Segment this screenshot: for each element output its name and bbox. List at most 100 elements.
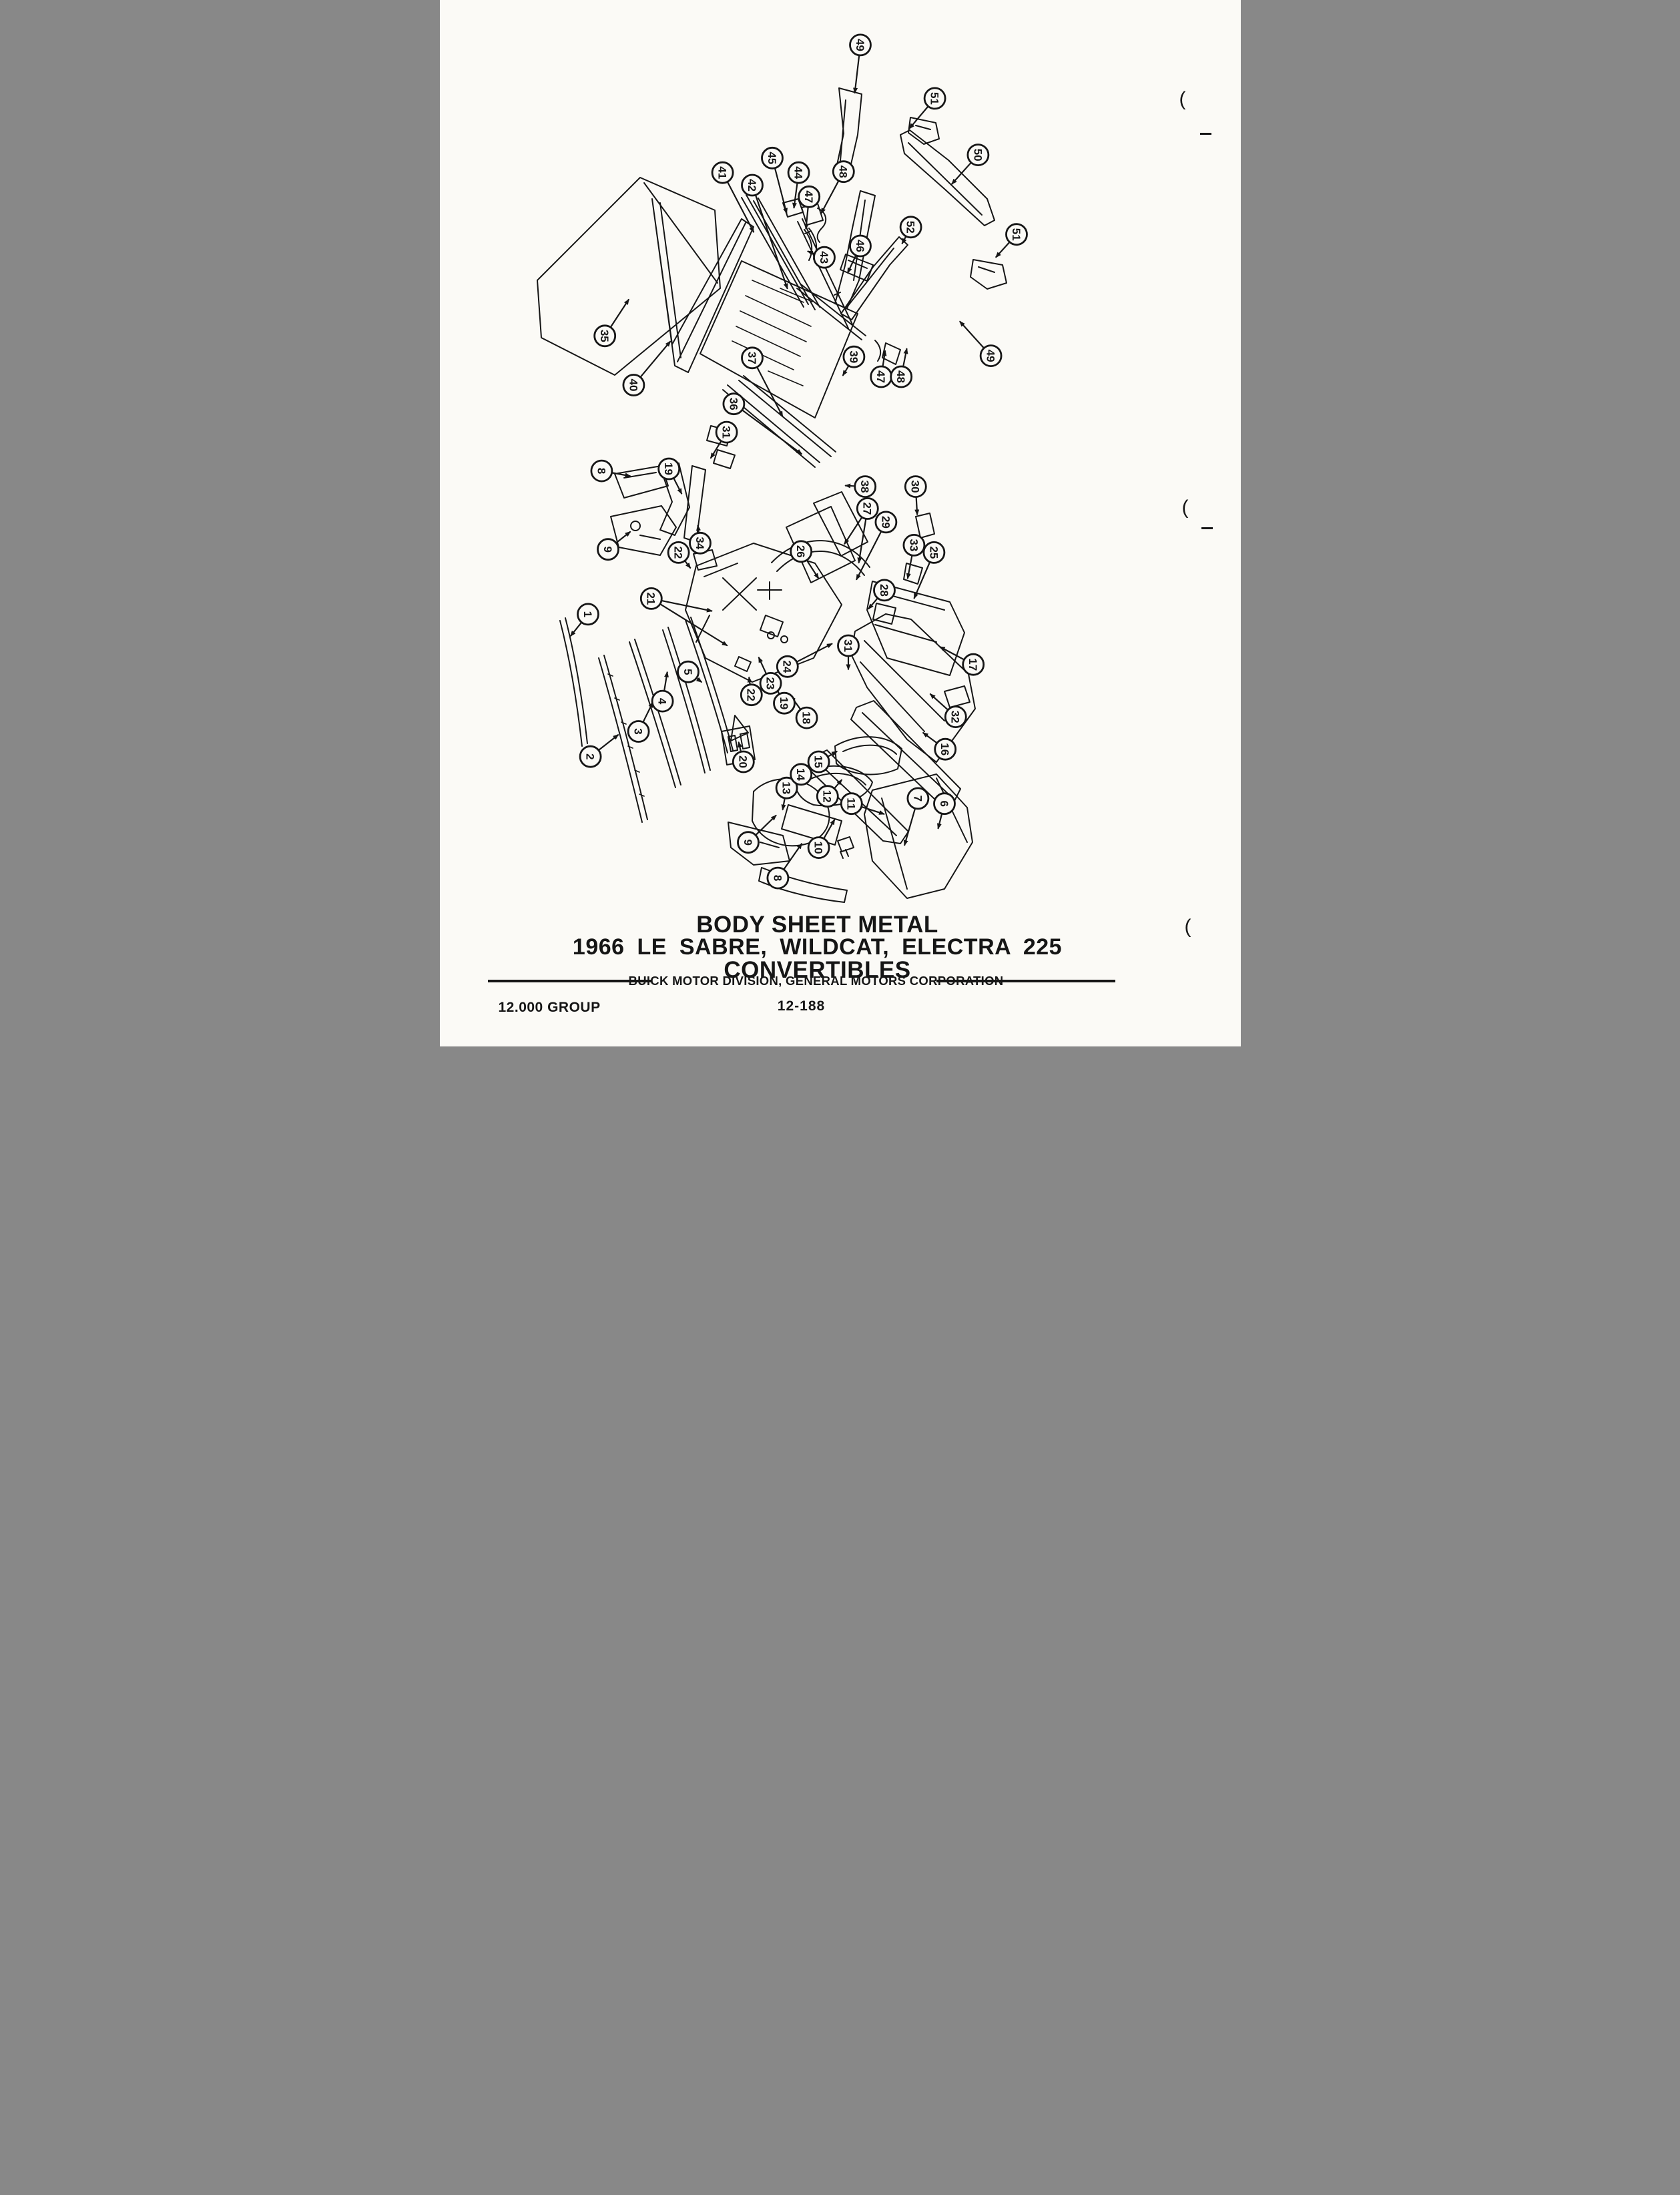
- callout-27: 27: [856, 497, 879, 520]
- callout-circle: [711, 161, 734, 184]
- callout-30: 30: [904, 475, 927, 498]
- callout-1: 1: [576, 603, 599, 626]
- callout-circle: [759, 672, 782, 695]
- callout-37: 37: [740, 346, 764, 370]
- callout-circle: [872, 579, 896, 602]
- leader-arrow-10: [823, 818, 836, 839]
- leader-arrow-21: [661, 600, 713, 613]
- leader-arrow-2: [598, 733, 619, 751]
- callout-8: 8: [589, 459, 613, 483]
- callout-26: 26: [789, 540, 812, 563]
- callout-15: 15: [807, 750, 830, 773]
- callout-24: 24: [776, 655, 799, 678]
- callout-number: 8: [595, 468, 607, 474]
- leader-arrow-38: [844, 483, 854, 489]
- callout-51: 51: [1005, 223, 1028, 246]
- footer-rule-right: [936, 980, 1115, 982]
- callout-circle: [853, 475, 876, 498]
- callout-circle: [787, 161, 810, 184]
- callout-circle: [836, 634, 860, 657]
- callout-number: 22: [671, 546, 684, 559]
- callout-number: 51: [928, 92, 940, 105]
- leader-arrow-11: [861, 806, 885, 815]
- callout-number: 23: [764, 677, 776, 689]
- leader-arrow-25: [912, 562, 930, 599]
- callout-circle: [966, 143, 989, 167]
- callout-number: 31: [720, 426, 732, 438]
- leader-lines: [569, 55, 1010, 870]
- leader-arrow-15: [827, 750, 838, 757]
- leader-arrow-45: [774, 168, 788, 214]
- callout-number: 1: [581, 611, 593, 617]
- callout-10: 10: [807, 836, 830, 859]
- leader-arrow-50: [950, 162, 971, 185]
- callout-circle: [832, 160, 855, 184]
- callout-circle: [812, 246, 836, 269]
- callout-circle: [627, 720, 650, 743]
- leader-arrow-34: [695, 525, 701, 533]
- callout-number: 10: [812, 842, 824, 854]
- leader-arrow-30: [914, 497, 919, 516]
- callout-circle: [775, 776, 798, 800]
- callout-18: 18: [795, 706, 818, 729]
- leader-arrow-24: [796, 643, 833, 663]
- callout-5: 5: [676, 660, 699, 683]
- callout-circle: [807, 750, 830, 773]
- callout-number: 18: [800, 711, 812, 724]
- callout-number: 48: [894, 370, 907, 383]
- callout-number: 7: [911, 796, 924, 802]
- callout-42: 42: [740, 174, 764, 197]
- callout-number: 13: [780, 781, 792, 794]
- callout-33: 33: [902, 534, 925, 557]
- callout-number: 2: [583, 753, 596, 759]
- footer-rule-left: [487, 980, 652, 982]
- leader-arrow-5: [695, 677, 702, 683]
- leader-arrow-26: [806, 560, 820, 579]
- leader-arrow-49: [852, 55, 860, 94]
- callout-circle: [740, 346, 764, 370]
- group-label: 12.000 GROUP: [498, 1000, 601, 1015]
- leader-arrow-22: [747, 676, 752, 684]
- callout-number: 3: [631, 728, 644, 734]
- leader-arrow-33: [906, 555, 912, 580]
- callout-number: 43: [817, 251, 830, 264]
- diagram-title-line3: CONVERTIBLES: [724, 957, 911, 983]
- callout-number: 9: [601, 546, 613, 552]
- callout-number: 15: [812, 755, 824, 768]
- callout-19: 19: [772, 691, 796, 715]
- callout-circle: [639, 587, 663, 610]
- leader-arrow-48: [902, 348, 908, 366]
- callout-number: 12: [820, 790, 833, 803]
- callout-49: 49: [848, 33, 872, 57]
- leader-arrow-4: [663, 671, 669, 691]
- leader-arrow-8: [783, 842, 802, 870]
- callout-circle: [676, 660, 699, 683]
- callout-number: 6: [937, 800, 950, 806]
- callout-28: 28: [872, 579, 896, 602]
- callout-circle: [772, 691, 796, 715]
- callout-circle: [923, 87, 946, 110]
- callout-number: 32: [948, 711, 961, 723]
- callout-circle: [816, 785, 839, 808]
- callout-46: 46: [848, 234, 872, 258]
- leader-arrow-41: [726, 182, 754, 233]
- callout-8: 8: [766, 866, 789, 890]
- callout-number: 34: [693, 537, 706, 549]
- callout-4: 4: [651, 689, 674, 713]
- scan-artifact: (: [1184, 916, 1191, 938]
- callout-circle: [797, 185, 820, 208]
- callout-number: 31: [841, 639, 854, 652]
- callout-circle: [848, 33, 872, 57]
- callout-circle: [732, 750, 755, 773]
- callout-38: 38: [853, 475, 876, 498]
- leader-arrow-8: [611, 472, 631, 478]
- callout-number: 16: [938, 743, 951, 755]
- callout-9: 9: [596, 538, 619, 561]
- callout-25: 25: [922, 541, 945, 564]
- diagram-title-line2: 1966 LE SABRE, WILDCAT, ELECTRA 225: [572, 934, 1063, 960]
- callout-circle: [789, 763, 812, 786]
- callout-number: 4: [655, 698, 668, 705]
- part-top-panel: [536, 177, 721, 376]
